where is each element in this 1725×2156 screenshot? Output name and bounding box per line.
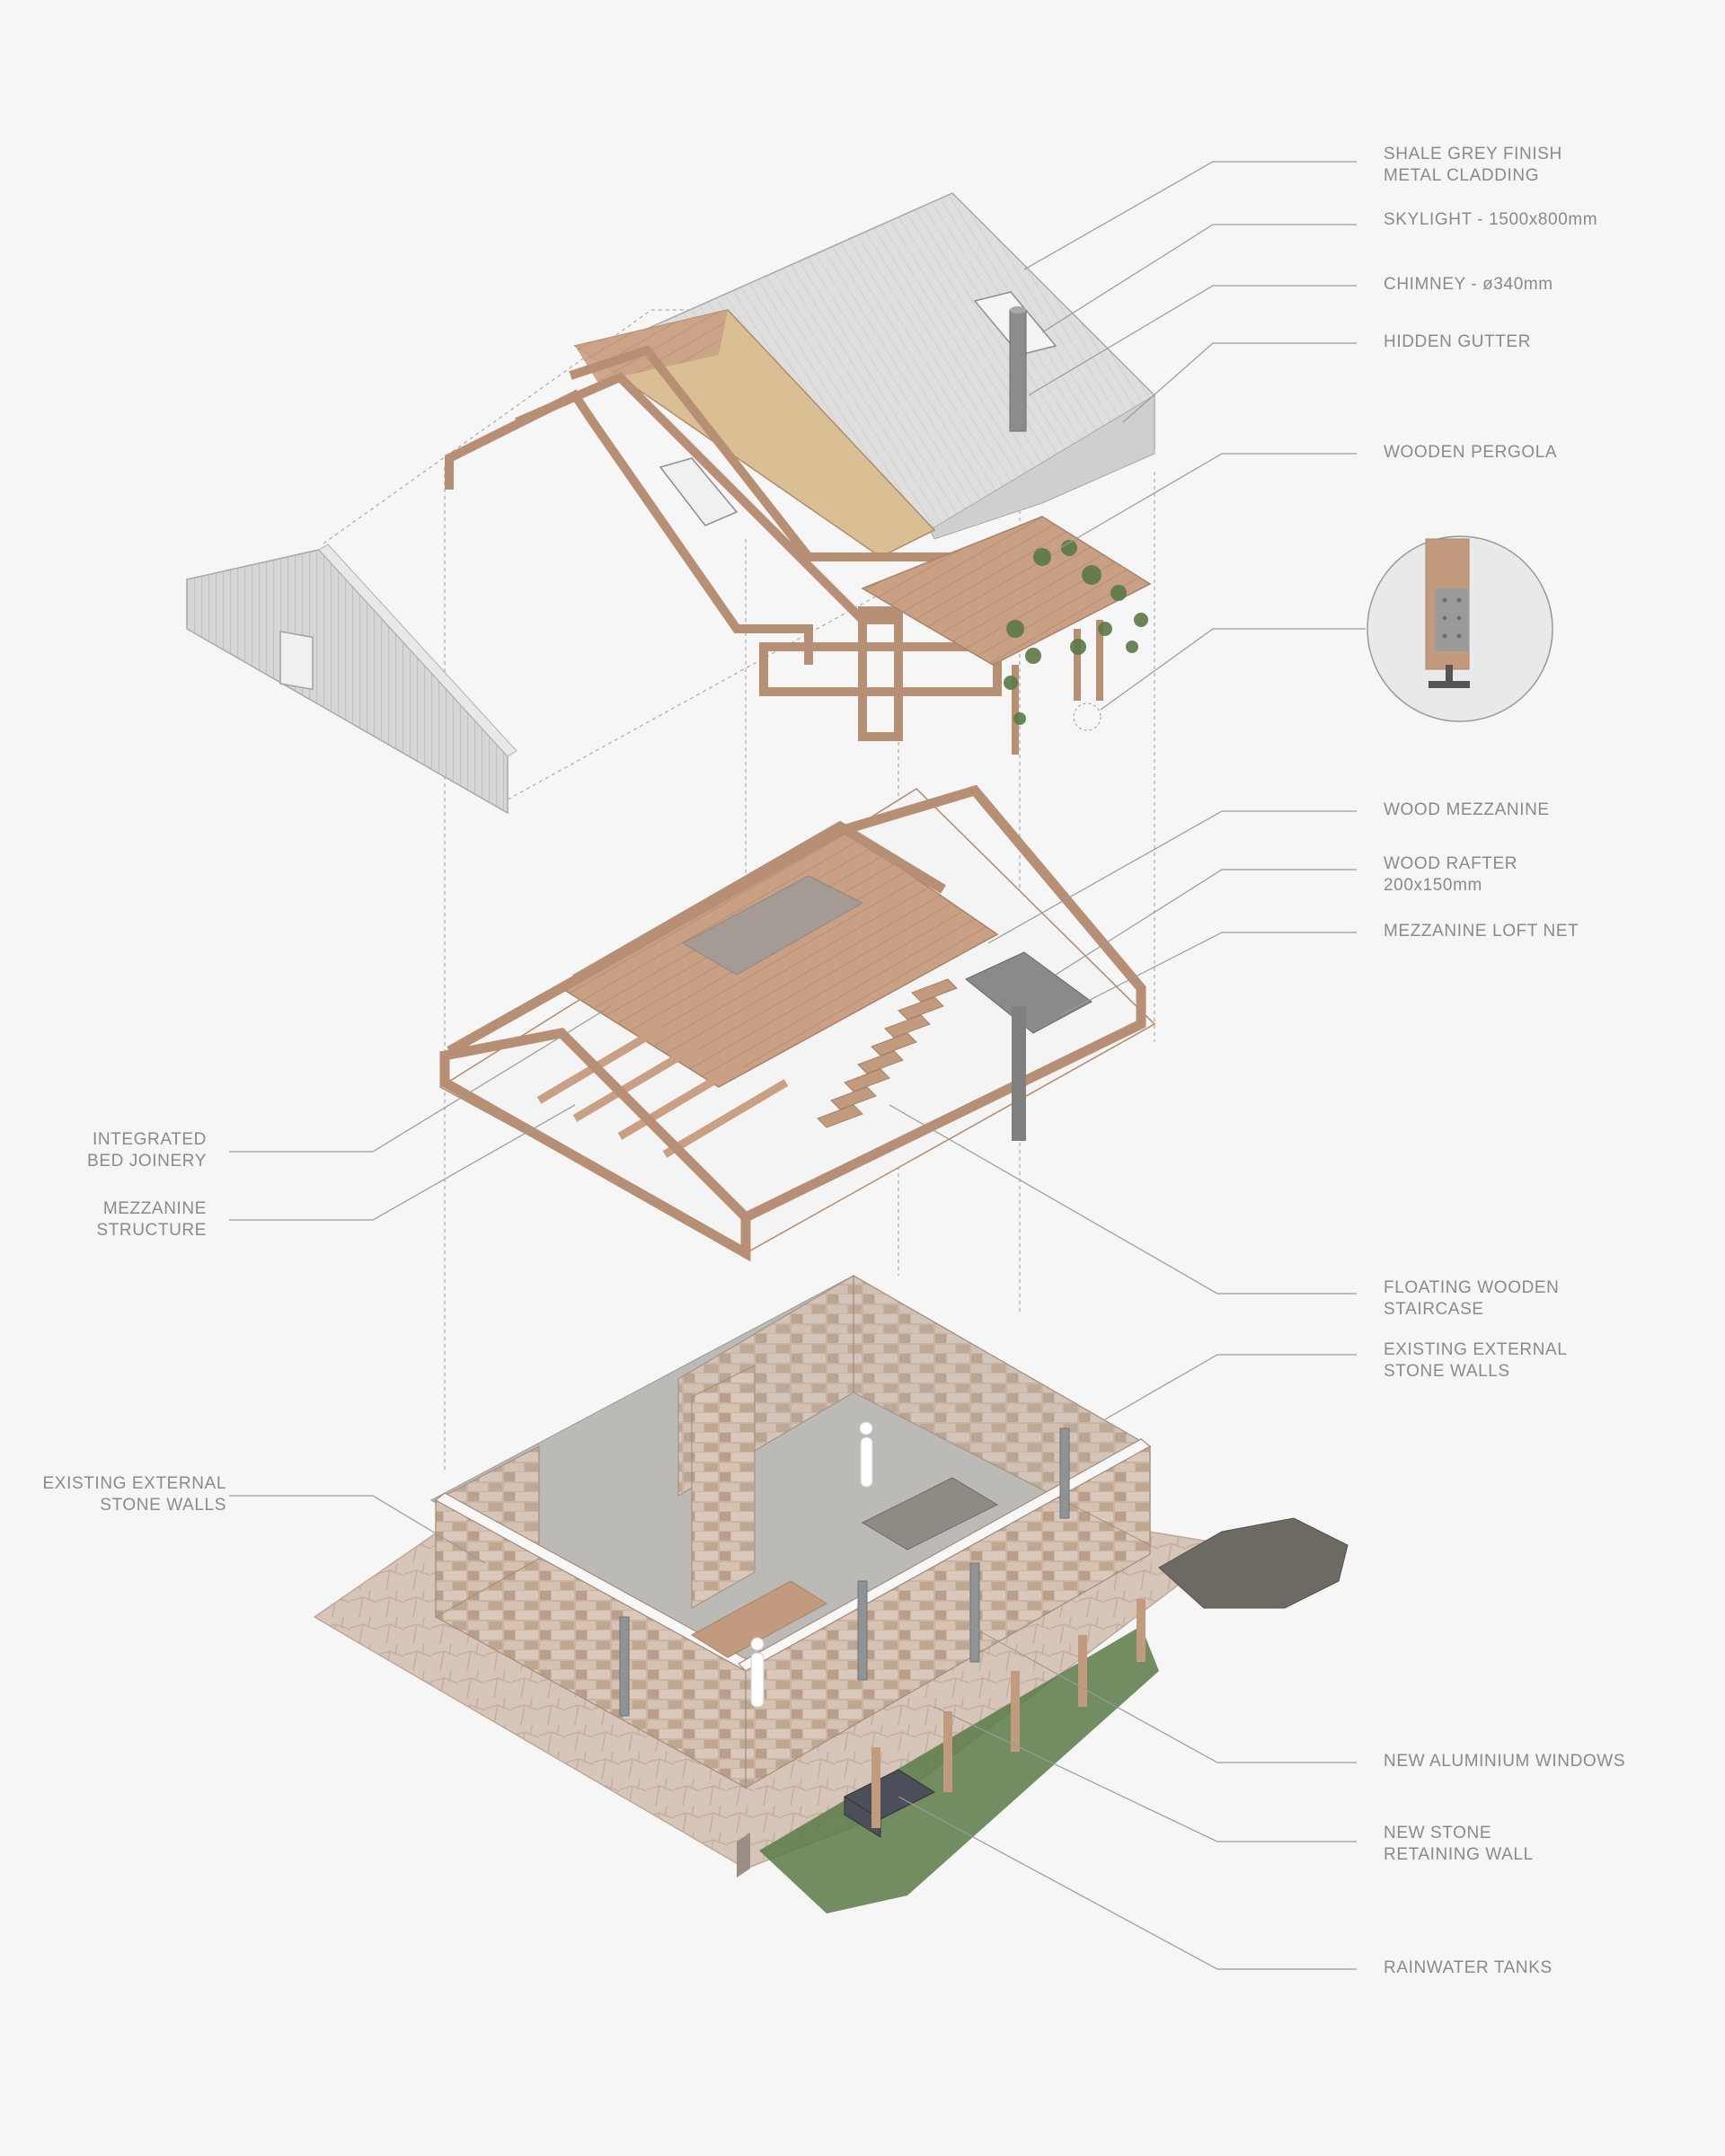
- label-line: METAL CLADDING: [1384, 166, 1540, 185]
- leader-detail: [1100, 628, 1366, 711]
- label-line: STRUCTURE: [96, 1221, 207, 1240]
- leader-pergola: [1059, 453, 1357, 549]
- gable-end-wall: [186, 543, 518, 815]
- label-line: WOODEN PERGOLA: [1384, 443, 1558, 462]
- leader-chimney: [1028, 285, 1357, 396]
- label-line: SHALE GREY FINISH: [1384, 145, 1562, 163]
- roof-side-fascia: [929, 394, 1155, 540]
- leader-shale: [1023, 161, 1357, 270]
- frame-skylight: [659, 457, 739, 526]
- garden-greenery: [759, 1626, 1159, 1913]
- label-line: HIDDEN GUTTER: [1384, 332, 1532, 351]
- label-line: STAIRCASE: [1384, 1300, 1484, 1319]
- chimney: [1009, 306, 1027, 432]
- mezzanine-loft-net: [965, 951, 1092, 1034]
- leader-mezzstructure: [229, 1104, 576, 1221]
- roof-level: [186, 192, 1553, 1473]
- label-line: MEZZANINE LOFT NET: [1384, 922, 1579, 941]
- stone-retaining-wall: [737, 1833, 750, 1878]
- label-chimney: CHIMNEY - ø340mm: [1384, 274, 1553, 296]
- sofa: [861, 1477, 999, 1551]
- label-line: STONE WALLS: [1384, 1362, 1510, 1381]
- label-line: EXISTING EXTERNAL: [42, 1474, 226, 1493]
- mezzanine-frame: [439, 784, 1146, 1262]
- label-line: INTEGRATED: [92, 1130, 207, 1149]
- pergola-post-detail: [1367, 535, 1553, 722]
- leader-stonewalls-left: [229, 1495, 486, 1564]
- label-wood-rafter: WOOD RAFTER 200x150mm: [1384, 853, 1517, 897]
- label-aluminium-windows: NEW ALUMINIUM WINDOWS: [1384, 1751, 1625, 1772]
- leader-tanks: [898, 1796, 1357, 1970]
- roof-timber-frame: [445, 345, 1002, 741]
- leader-loftnet: [1059, 932, 1357, 1016]
- leader-rafter: [1055, 869, 1357, 976]
- label-line: FLOATING WOODEN: [1384, 1278, 1560, 1297]
- label-line: CHIMNEY - ø340mm: [1384, 275, 1553, 294]
- label-line: 200x150mm: [1384, 876, 1482, 895]
- ground-level: [313, 1274, 1349, 1913]
- label-floating-staircase: FLOATING WOODEN STAIRCASE: [1384, 1277, 1559, 1321]
- label-wooden-pergola: WOODEN PERGOLA: [1384, 442, 1557, 464]
- label-skylight: SKYLIGHT - 1500x800mm: [1384, 209, 1597, 231]
- label-hidden-gutter: HIDDEN GUTTER: [1384, 331, 1531, 353]
- floating-staircase: [817, 978, 958, 1128]
- kitchen-joinery: [691, 1580, 827, 1658]
- chimney-pipe: [1012, 1006, 1026, 1141]
- leader-staircase: [889, 1104, 1357, 1294]
- leader-stonewalls-right: [1104, 1354, 1357, 1420]
- label-wood-mezzanine: WOOD MEZZANINE: [1384, 800, 1550, 821]
- detail-callout-marker: [1073, 702, 1101, 731]
- label-line: NEW STONE: [1384, 1824, 1492, 1842]
- label-line: RETAINING WALL: [1384, 1845, 1534, 1864]
- pergola-deck: [861, 516, 1152, 666]
- label-line: RAINWATER TANKS: [1384, 1958, 1552, 1977]
- label-line: WOOD RAFTER: [1384, 854, 1518, 873]
- label-line: BED JOINERY: [87, 1152, 207, 1171]
- mezzanine-level: [438, 784, 1156, 1262]
- label-line: STONE WALLS: [100, 1496, 226, 1515]
- label-line: EXISTING EXTERNAL: [1384, 1340, 1568, 1359]
- leader-windows: [969, 1625, 1357, 1763]
- label-mezzanine-structure: MEZZANINE STRUCTURE: [96, 1198, 207, 1241]
- label-line: WOOD MEZZANINE: [1384, 800, 1550, 819]
- label-mezzanine-loft-net: MEZZANINE LOFT NET: [1384, 921, 1579, 942]
- label-retaining-wall: NEW STONE RETAINING WALL: [1384, 1823, 1534, 1866]
- leader-gutter: [1122, 342, 1357, 423]
- leader-bed: [229, 1005, 612, 1153]
- garden-posts: [871, 1599, 1146, 1828]
- gable-window: [279, 631, 314, 691]
- integrated-bed: [681, 875, 864, 976]
- leader-lines: [229, 161, 1366, 1970]
- rock-outcrop: [1158, 1517, 1349, 1609]
- label-integrated-bed-joinery: INTEGRATED BED JOINERY: [87, 1129, 207, 1172]
- label-stone-walls-right: EXISTING EXTERNAL STONE WALLS: [1384, 1339, 1567, 1383]
- leader-skylight: [1041, 224, 1357, 333]
- label-line: MEZZANINE: [102, 1199, 207, 1218]
- stone-walls: [434, 1274, 1152, 1789]
- label-line: NEW ALUMINIUM WINDOWS: [1384, 1752, 1626, 1771]
- leader-mezzanine: [987, 810, 1357, 944]
- label-shale-cladding: SHALE GREY FINISH METAL CLADDING: [1384, 144, 1562, 187]
- pergola-posts: [1012, 620, 1103, 755]
- pergola-greenery: [1004, 540, 1148, 725]
- interior-wall: [691, 1365, 756, 1609]
- label-rainwater-tanks: RAINWATER TANKS: [1384, 1957, 1552, 1979]
- label-line: SKYLIGHT - 1500x800mm: [1384, 210, 1598, 229]
- aluminium-windows: [619, 1427, 1070, 1717]
- leader-retaining: [933, 1706, 1357, 1842]
- human-figures: [750, 1421, 873, 1708]
- label-stone-walls-left: EXISTING EXTERNAL STONE WALLS: [43, 1473, 226, 1516]
